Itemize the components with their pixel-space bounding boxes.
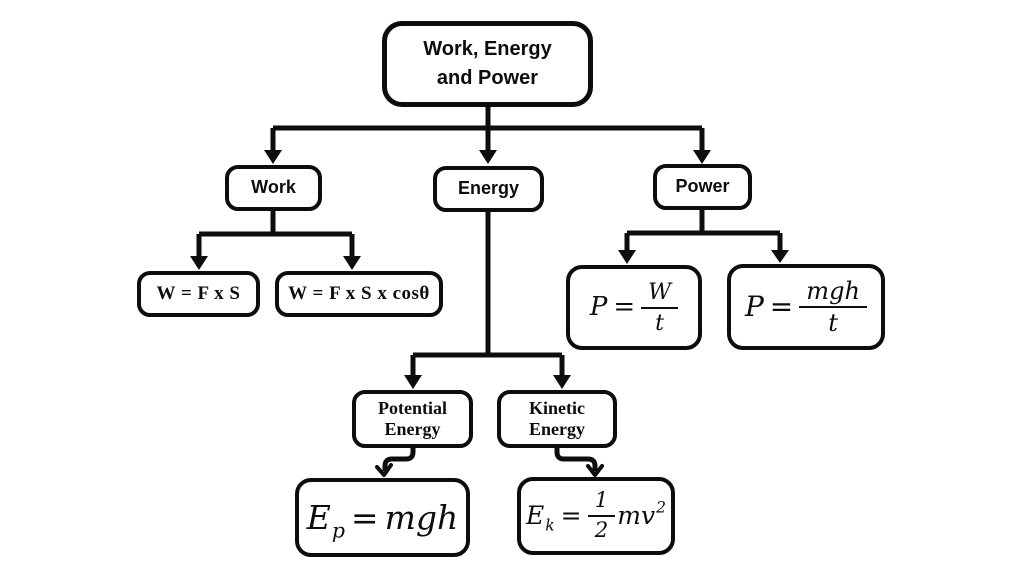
node-work: Work <box>225 165 322 211</box>
kinetic-formula-fraction: 1 2 <box>587 489 616 543</box>
connector-kinetic-hook <box>554 448 598 471</box>
power-formula-mght-numerator: mgh <box>799 277 868 308</box>
kinetic-formula-subscript: k <box>545 516 555 535</box>
node-work-formula-angle: W = F x S x cosθ <box>275 271 443 317</box>
arrowhead-to-power-formula-wt <box>618 250 636 264</box>
node-power-label: Power <box>675 176 730 197</box>
connector-root-to-level1 <box>270 106 705 151</box>
potential-formula-symbol: E p <box>306 497 345 543</box>
arrowhead-to-kinetic-formula <box>586 464 604 477</box>
arrowhead-to-power <box>693 150 711 164</box>
power-formula-wt-numerator: W <box>641 280 679 309</box>
node-work-formula-basic: W = F x S <box>137 271 260 317</box>
power-formula-wt-denominator: t <box>655 309 665 336</box>
arrowhead-to-energy <box>479 150 497 164</box>
potential-formula-base: E <box>306 497 331 537</box>
kinetic-formula-numerator: 1 <box>587 489 616 517</box>
connector-potential-hook <box>382 448 416 471</box>
node-power: Power <box>653 164 752 210</box>
node-energy: Energy <box>433 166 544 212</box>
node-work-label: Work <box>251 177 296 198</box>
arrowhead-to-power-formula-mght <box>771 250 789 263</box>
node-potential-formula: E p = mgh <box>295 478 470 557</box>
power-formula-mght: P = mgh t <box>744 277 868 337</box>
power-formula-wt-fraction: W t <box>641 280 679 336</box>
kinetic-formula-symbol: E k <box>525 501 555 535</box>
node-power-formula-work-time: P = W t <box>566 265 702 350</box>
power-formula-wt-equals: = <box>613 291 636 322</box>
node-power-formula-mgh-time: P = mgh t <box>727 264 885 350</box>
kinetic-energy-label: Kinetic Energy <box>529 397 585 439</box>
node-energy-label: Energy <box>457 178 520 199</box>
work-formula-angle-label: W = F x S x cosθ <box>288 282 430 304</box>
potential-energy-label: Potential Energy <box>378 397 447 439</box>
arrowhead-to-work-formula-angle <box>343 256 361 270</box>
work-formula-basic-label: W = F x S <box>156 282 241 304</box>
kinetic-formula: E k = 1 2 mv 2 <box>526 489 666 542</box>
power-formula-mght-lhs: P <box>744 290 764 324</box>
kinetic-formula-term: mv <box>617 501 656 530</box>
potential-formula-subscript: p <box>331 518 345 543</box>
connector-work-split <box>196 211 355 257</box>
node-kinetic-formula: E k = 1 2 mv 2 <box>517 477 675 555</box>
kinetic-formula-superscript: 2 <box>656 498 666 517</box>
node-root: Work, Energy and Power <box>382 21 593 107</box>
kinetic-formula-term-group: mv 2 <box>617 498 666 531</box>
potential-formula-rhs: mgh <box>384 497 459 537</box>
potential-formula: E p = mgh <box>306 497 459 543</box>
arrowhead-to-work-formula-basic <box>190 256 208 270</box>
arrowhead-to-potential-formula <box>375 463 393 477</box>
kinetic-formula-base: E <box>525 501 545 530</box>
potential-formula-equals: = <box>350 497 379 537</box>
arrowhead-to-kinetic-energy <box>553 375 571 389</box>
node-root-label: Work, Energy and Power <box>423 38 552 89</box>
power-formula-mght-equals: = <box>769 290 794 324</box>
kinetic-formula-equals: = <box>560 501 582 530</box>
power-formula-mght-denominator: t <box>828 309 838 337</box>
power-formula-mght-fraction: mgh t <box>799 277 868 337</box>
power-formula-wt: P = W t <box>589 280 679 336</box>
arrowhead-to-potential-energy <box>404 375 422 389</box>
power-formula-wt-lhs: P <box>589 291 608 322</box>
kinetic-formula-denominator: 2 <box>594 518 609 543</box>
arrowhead-to-work <box>264 150 282 164</box>
connector-power-split <box>624 210 783 250</box>
node-kinetic-energy: Kinetic Energy <box>497 390 617 448</box>
connector-energy-split <box>410 212 565 376</box>
node-potential-energy: Potential Energy <box>352 390 473 448</box>
